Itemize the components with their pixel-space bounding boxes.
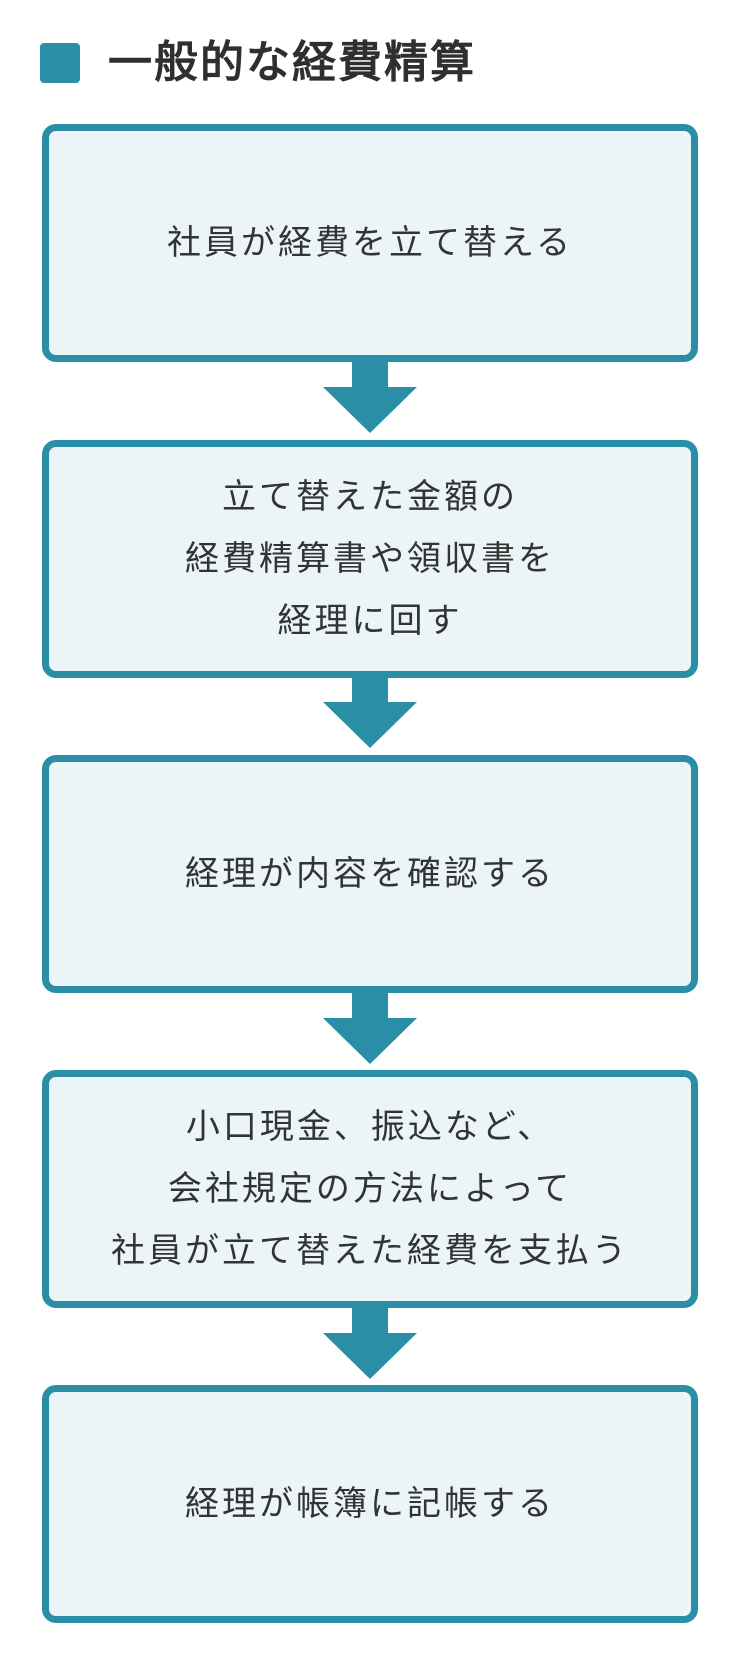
flow-step-3-text: 経理が内容を確認する	[185, 854, 555, 894]
title-marker-square	[40, 43, 80, 83]
diagram-header: 一般的な経費精算	[40, 38, 476, 88]
flow-step-2: 立て替えた金額の 経費精算書や領収書を 経理に回す	[42, 440, 698, 678]
flow-step-3: 経理が内容を確認する	[42, 755, 698, 993]
flow-step-2-text: 立て替えた金額の 経費精算書や領収書を 経理に回す	[185, 477, 555, 641]
down-arrow-icon	[323, 1307, 417, 1379]
down-arrow-icon	[323, 992, 417, 1064]
flow-step-4-text: 小口現金、振込など、 会社規定の方法によって 社員が立て替えた経費を支払う	[111, 1107, 629, 1271]
down-arrow-icon	[323, 676, 417, 748]
flow-step-1-text: 社員が経費を立て替える	[167, 223, 573, 263]
flow-step-1: 社員が経費を立て替える	[42, 124, 698, 362]
flow-step-5: 経理が帳簿に記帳する	[42, 1385, 698, 1623]
flow-step-5-text: 経理が帳簿に記帳する	[185, 1484, 555, 1524]
down-arrow-icon	[323, 361, 417, 433]
flow-step-4: 小口現金、振込など、 会社規定の方法によって 社員が立て替えた経費を支払う	[42, 1070, 698, 1308]
diagram-title: 一般的な経費精算	[108, 37, 476, 88]
